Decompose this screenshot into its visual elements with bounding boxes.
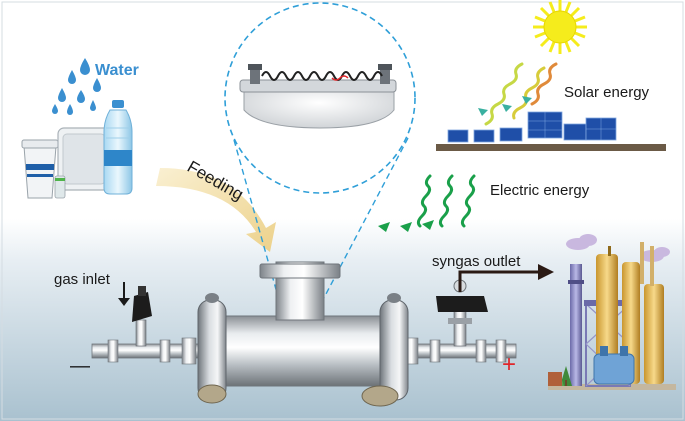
- electric-wave-icon: [416, 174, 476, 228]
- gas-inlet-arrow-icon: [118, 282, 130, 306]
- sun-icon: [533, 0, 587, 54]
- water-label: Water: [95, 62, 139, 79]
- zoom-detail: [224, 2, 416, 351]
- solar-panel-icon: [436, 111, 666, 151]
- valve-icon-inlet: [132, 286, 152, 347]
- syngas-outlet-label: syngas outlet: [432, 253, 521, 270]
- cup-icon: [21, 139, 59, 199]
- electric-arrowheads: [378, 220, 434, 232]
- minus-sign: —: [70, 355, 90, 377]
- ray-arrowheads: [478, 96, 532, 116]
- water-drops-icon: [52, 58, 101, 115]
- reactor-tube: [91, 261, 517, 407]
- water-bottle-icon: [103, 100, 133, 195]
- factory-icon: [548, 234, 676, 390]
- feeding-arrow-icon: [156, 168, 276, 252]
- plus-sign: +: [502, 351, 516, 378]
- gas-inlet-label: gas inlet: [54, 271, 111, 288]
- solar-ray-icons: [484, 62, 558, 126]
- solar-energy-label: Solar energy: [564, 84, 650, 101]
- food-container-icon: [54, 127, 111, 199]
- valve-icon-outlet: [436, 279, 488, 347]
- syngas-outlet-arrow-icon: [458, 264, 554, 292]
- electric-energy-label: Electric energy: [490, 182, 590, 199]
